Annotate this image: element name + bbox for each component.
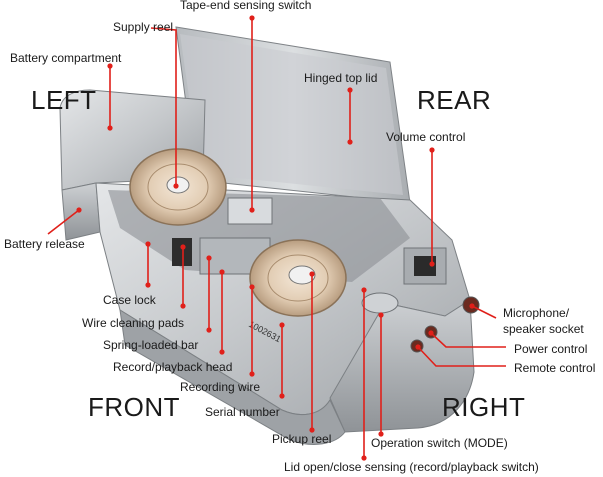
label-power-control: Power control <box>514 342 588 356</box>
label-record-playback-head: Record/playback head <box>113 360 233 374</box>
label-spring-loaded-bar: Spring-loaded bar <box>103 338 199 352</box>
leader-supply-reel <box>150 27 177 186</box>
orientation-right: RIGHT <box>442 392 526 422</box>
leader-power-control <box>430 332 506 348</box>
label-wire-cleaning-pads: Wire cleaning pads <box>82 316 185 330</box>
orientation-left: LEFT <box>31 85 97 115</box>
label-serial-number: Serial number <box>205 405 280 419</box>
label-recording-wire: Recording wire <box>180 380 261 394</box>
label-remote-control: Remote control <box>514 361 596 375</box>
label-lid-sensing: Lid open/close sensing (record/playback … <box>284 460 539 474</box>
label-supply-reel: Supply reel <box>113 20 174 34</box>
label-tape-end-switch: Tape-end sensing switch <box>180 0 312 12</box>
label-microphone-socket-line1: Microphone/ <box>503 306 570 320</box>
label-microphone-socket-line2: speaker socket <box>503 322 584 336</box>
leader-remote-control <box>417 346 506 367</box>
orientation-front: FRONT <box>88 392 181 422</box>
leader-microphone-socket <box>471 305 497 319</box>
label-case-lock: Case lock <box>103 293 156 307</box>
label-hinged-top-lid: Hinged top lid <box>304 71 378 85</box>
callout-lines <box>47 18 506 458</box>
label-volume-control: Volume control <box>386 130 466 144</box>
pickup-reel-shape <box>249 239 347 317</box>
label-battery-release: Battery release <box>4 237 85 251</box>
leader-battery-release <box>47 209 80 235</box>
orientation-rear: REAR <box>417 85 492 115</box>
callout-dots <box>76 15 475 461</box>
hinged-top-lid-shape <box>175 26 411 204</box>
label-pickup-reel: Pickup reel <box>272 432 332 446</box>
label-battery-compartment: Battery compartment <box>10 51 122 65</box>
label-operation-switch: Operation switch (MODE) <box>371 436 508 450</box>
